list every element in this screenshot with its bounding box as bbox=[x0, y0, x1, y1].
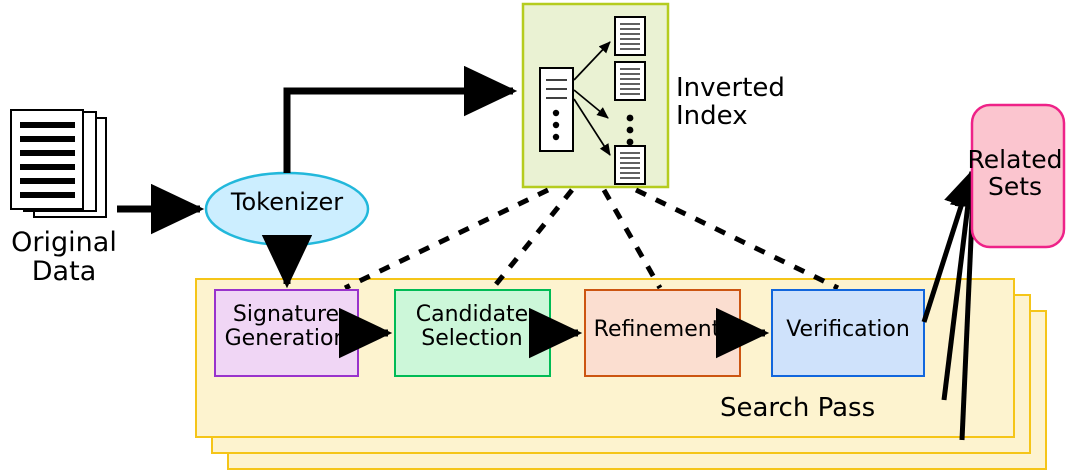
posting-ellipsis-dot-3 bbox=[626, 138, 634, 146]
dictionary-ellipsis-dot-1 bbox=[552, 109, 560, 117]
inverted-index-panel[interactable] bbox=[521, 2, 670, 189]
posting-ellipsis-dot-2 bbox=[626, 126, 634, 134]
related-sets-node[interactable] bbox=[970, 103, 1066, 249]
verification-node[interactable] bbox=[771, 289, 925, 377]
inverted-index-label: Inverted Index bbox=[676, 73, 785, 132]
related-sets-label: Related Sets bbox=[967, 145, 1063, 201]
signature-generation-node[interactable] bbox=[214, 289, 359, 377]
index-arrow-to-posting-3 bbox=[573, 98, 611, 156]
verification-label: Verification bbox=[786, 317, 910, 342]
refinement-node[interactable] bbox=[584, 289, 741, 377]
dashed-link-to-verification bbox=[634, 187, 840, 291]
search-pass-label: Search Pass bbox=[720, 393, 876, 423]
dictionary-ellipsis-dot-2 bbox=[552, 121, 560, 129]
signature-generation-label: Signature Generation bbox=[224, 302, 348, 351]
index-arrow-to-posting-1 bbox=[573, 41, 611, 81]
posting-ellipsis-dot-1 bbox=[626, 114, 634, 122]
tokenizer-label: Tokenizer bbox=[230, 188, 344, 216]
original-data-label: Original Data bbox=[11, 227, 117, 288]
original-data-document-stack[interactable] bbox=[10, 109, 107, 218]
arrow-tokenizer-to-inverted-index bbox=[283, 65, 518, 173]
dashed-link-to-signature-generation bbox=[343, 187, 550, 291]
index-to-pipeline-dashed-links bbox=[343, 187, 840, 291]
index-arrow-to-ellipsis bbox=[573, 89, 609, 119]
dashed-link-to-refinement bbox=[601, 188, 663, 290]
posting-document-1 bbox=[614, 16, 646, 56]
posting-document-2 bbox=[614, 61, 646, 101]
arrow-pass-middle-to-related-sets bbox=[941, 169, 986, 401]
inverted-index-dictionary-box bbox=[539, 67, 574, 152]
refinement-label: Refinement bbox=[593, 317, 721, 342]
dashed-link-to-candidate-selection bbox=[491, 188, 574, 290]
posting-document-3 bbox=[614, 145, 646, 185]
original-data-text-lines bbox=[20, 122, 75, 198]
dictionary-ellipsis-dot-3 bbox=[552, 133, 560, 141]
candidate-selection-label: Candidate Selection bbox=[415, 302, 529, 351]
